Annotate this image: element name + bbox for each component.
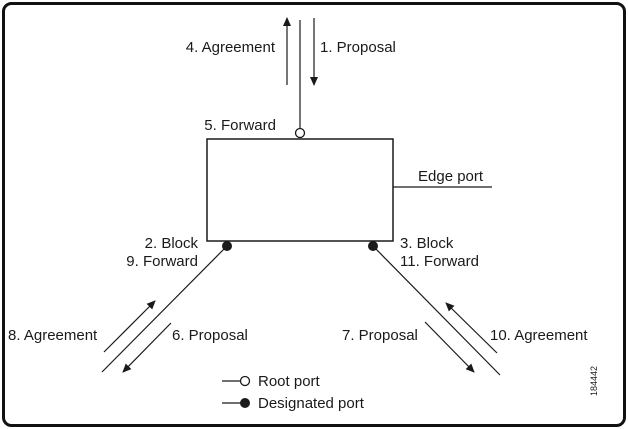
proposal-arrow-right <box>424 321 475 373</box>
proposal-right-label: 7. Proposal <box>342 327 418 344</box>
forward-right-label: 11. Forward <box>400 253 479 270</box>
designated-port-left-icon <box>222 241 232 251</box>
figure-id: 184442 <box>589 366 599 396</box>
block-right-label: 3. Block <box>400 235 454 252</box>
agreement-left-label: 8. Agreement <box>8 327 98 344</box>
legend: Root port Designated port <box>222 373 365 412</box>
edge-port-label: Edge port <box>418 168 484 185</box>
agreement-arrow-right <box>445 302 498 354</box>
proposal-arrow-left <box>122 322 172 373</box>
left-link-line <box>101 245 228 373</box>
forward-left-label: 9. Forward <box>126 253 198 270</box>
root-port-icon <box>294 127 306 139</box>
legend-designated-port-icon <box>240 398 250 408</box>
block-left-label: 2. Block <box>145 235 199 252</box>
proposal-left-label: 6. Proposal <box>172 327 248 344</box>
agreement-top-label: 4. Agreement <box>186 39 276 56</box>
right-link-line <box>372 245 501 376</box>
legend-root-port-icon <box>239 375 251 387</box>
switch-box <box>206 138 394 242</box>
agreement-right-label: 10. Agreement <box>490 327 588 344</box>
designated-port-right-icon <box>368 241 378 251</box>
legend-designated-port-label: Designated port <box>258 395 365 412</box>
legend-root-port-label: Root port <box>258 373 321 390</box>
proposal-top-label: 1. Proposal <box>320 39 396 56</box>
agreement-arrow-left <box>103 300 156 353</box>
forward-top-label: 5. Forward <box>204 117 276 134</box>
